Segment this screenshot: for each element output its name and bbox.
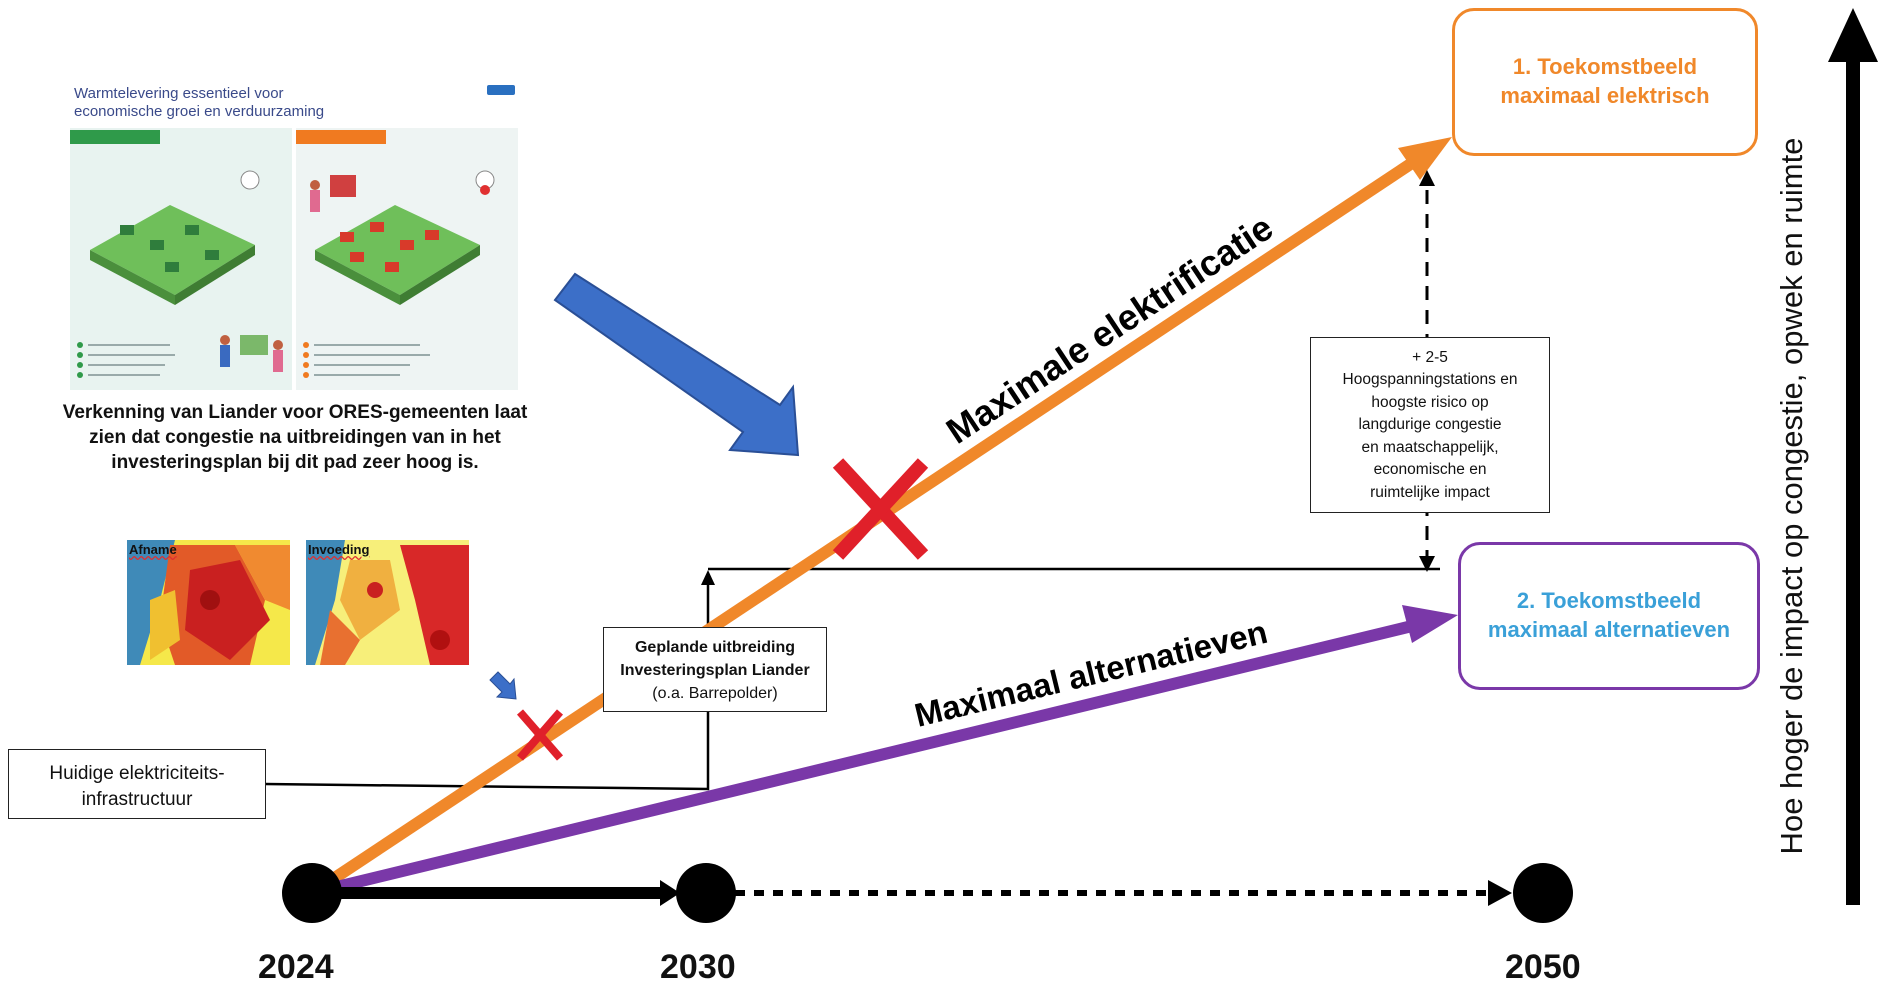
purple-path-line <box>310 620 1414 899</box>
year-2050: 2050 <box>1505 948 1581 986</box>
future-alternatives-line2: maximaal alternatieven <box>1487 617 1731 642</box>
timeline-dotted-arrowhead <box>1488 880 1512 906</box>
report-title-line1: Warmtelevering essentieel voor <box>74 85 284 102</box>
current-infrastructure-line1: Huidige elektriciteits- <box>49 763 225 784</box>
impact-line5: en maatschappelijk, <box>1361 438 1499 456</box>
future-electric-box: 1. Toekomstbeeld maximaal elektrisch <box>1452 8 1758 156</box>
dashed-arrowhead-up <box>1419 170 1435 186</box>
purple-path-arrowhead <box>1402 605 1458 643</box>
dashed-arrowhead-down <box>1419 556 1435 572</box>
current-infrastructure-box: Huidige elektriciteits- infrastructuur <box>8 749 266 819</box>
current-infrastructure-line2: infrastructuur <box>81 788 193 810</box>
planned-expansion-line2: Investeringsplan Liander <box>620 662 810 680</box>
timeline-node-2024 <box>282 863 342 923</box>
timeline-solid-arrowhead <box>660 880 680 906</box>
blue-arrow-small <box>489 671 517 700</box>
invoeding-map-label: Invoeding <box>308 542 370 557</box>
impact-axis-shaft <box>1846 55 1860 905</box>
year-2024: 2024 <box>258 948 334 986</box>
future-alternatives-line1: 2. Toekomstbeeld <box>1516 588 1702 614</box>
impact-line1: + 2-5 <box>1412 349 1448 366</box>
future-electric-line2: maximaal elektrisch <box>1500 83 1710 108</box>
planned-expansion-line3: (o.a. Barrepolder) <box>652 685 778 703</box>
report-logo <box>487 85 515 95</box>
report-caption-line3: investeringsplan bij dit pad zeer hoog i… <box>111 452 479 474</box>
planned-expansion-line1: Geplande uitbreiding <box>634 639 795 656</box>
afname-map <box>127 540 290 665</box>
connector-arrowhead <box>701 570 715 585</box>
future-alternatives-box: 2. Toekomstbeeld maximaal alternatieven <box>1458 542 1760 690</box>
impact-line4: langdurige congestie <box>1358 416 1502 434</box>
blue-arrow-large <box>553 272 800 457</box>
report-title-line2: economische groei en verduurzaming <box>74 103 324 120</box>
report-caption: Verkenning van Liander voor ORES-gemeent… <box>50 400 540 475</box>
planned-expansion-box: Geplande uitbreiding Investeringsplan Li… <box>603 627 827 712</box>
timeline-node-2030 <box>676 863 736 923</box>
report-caption-line1: Verkenning van Liander voor ORES-gemeent… <box>62 402 528 423</box>
impact-line6: economische en <box>1373 461 1487 479</box>
impact-axis-arrowhead <box>1828 8 1878 62</box>
impact-line3: hoogste risico op <box>1371 393 1489 411</box>
invoeding-map <box>306 540 469 665</box>
report-caption-line2: zien dat congestie na uitbreidingen van … <box>89 427 501 449</box>
impact-line2: Hoogspanningstations en <box>1342 371 1518 389</box>
future-electric-line1: 1. Toekomstbeeld <box>1512 54 1698 80</box>
invoeding-map-frame: Invoeding <box>306 540 469 665</box>
impact-line7: ruimtelijke impact <box>1370 483 1490 501</box>
afname-map-frame: Afname <box>127 540 290 665</box>
year-2030: 2030 <box>660 948 736 986</box>
impact-box: + 2-5 Hoogspanningstations en hoogste ri… <box>1310 337 1550 513</box>
orange-path-label: Maximale elektrificatie <box>939 207 1280 452</box>
report-thumbnail: Warmtelevering essentieel voor economisc… <box>70 75 520 390</box>
impact-axis-label: Hoe hoger de impact op congestie, opwek … <box>1774 137 1809 855</box>
red-cross-large <box>832 458 929 560</box>
timeline-node-2050 <box>1513 863 1573 923</box>
afname-map-label: Afname <box>129 542 177 557</box>
red-cross-small <box>516 709 564 761</box>
orange-path-arrowhead <box>1398 137 1452 180</box>
